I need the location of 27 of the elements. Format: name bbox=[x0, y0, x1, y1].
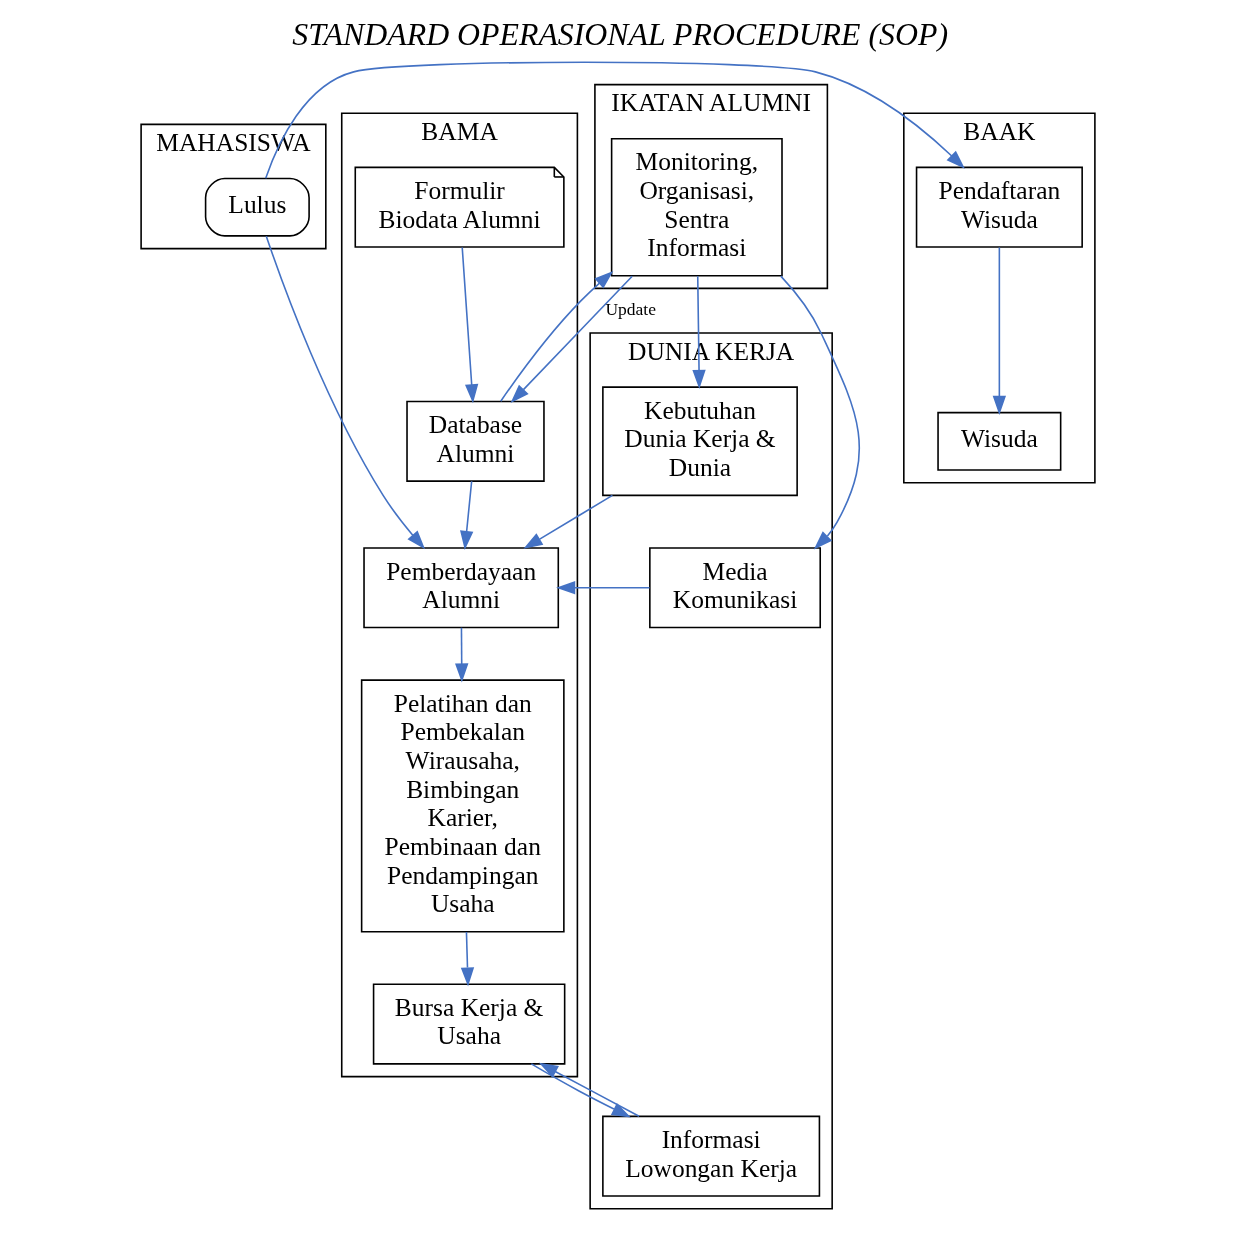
arrow bbox=[538, 1062, 640, 1117]
arrow bbox=[992, 246, 1006, 415]
arrow bbox=[530, 1063, 631, 1118]
node-box: Database Alumni bbox=[405, 400, 545, 482]
node-box: Lulus bbox=[204, 177, 310, 237]
arrow bbox=[459, 480, 473, 551]
arrow bbox=[522, 494, 613, 549]
arrow bbox=[691, 275, 706, 389]
arrow bbox=[460, 931, 474, 987]
node-box: Informasi Lowongan Kerja bbox=[601, 1115, 820, 1197]
arrow bbox=[555, 581, 650, 595]
arrow bbox=[779, 275, 860, 550]
node-box: Media Komunikasi bbox=[648, 547, 821, 629]
node-box: Bursa Kerja & Usaha bbox=[372, 983, 565, 1065]
node-box: Wisuda bbox=[936, 411, 1061, 471]
edge-label: Update bbox=[604, 299, 656, 320]
node-box: Monitoring, Organisasi, Sentra Informasi bbox=[610, 137, 783, 277]
arrow bbox=[499, 270, 613, 402]
arrow bbox=[510, 275, 633, 404]
node-box: Pelatihan dan Pembekalan Wirausaha, Bimbingan Karier, Pembinaan dan Pendampingan Usaha bbox=[360, 679, 565, 933]
node-box: Pendaftaran Wisuda bbox=[915, 166, 1083, 248]
arrow bbox=[454, 627, 468, 683]
diagram-title: STANDARD OPERASIONAL PROCEDURE (SOP) bbox=[291, 16, 948, 52]
arrow bbox=[265, 235, 425, 550]
node-box: Kebutuhan Dunia Kerja & Dunia bbox=[601, 386, 798, 497]
arrow bbox=[460, 246, 478, 404]
node-box: Pemberdayaan Alumni bbox=[362, 547, 559, 629]
